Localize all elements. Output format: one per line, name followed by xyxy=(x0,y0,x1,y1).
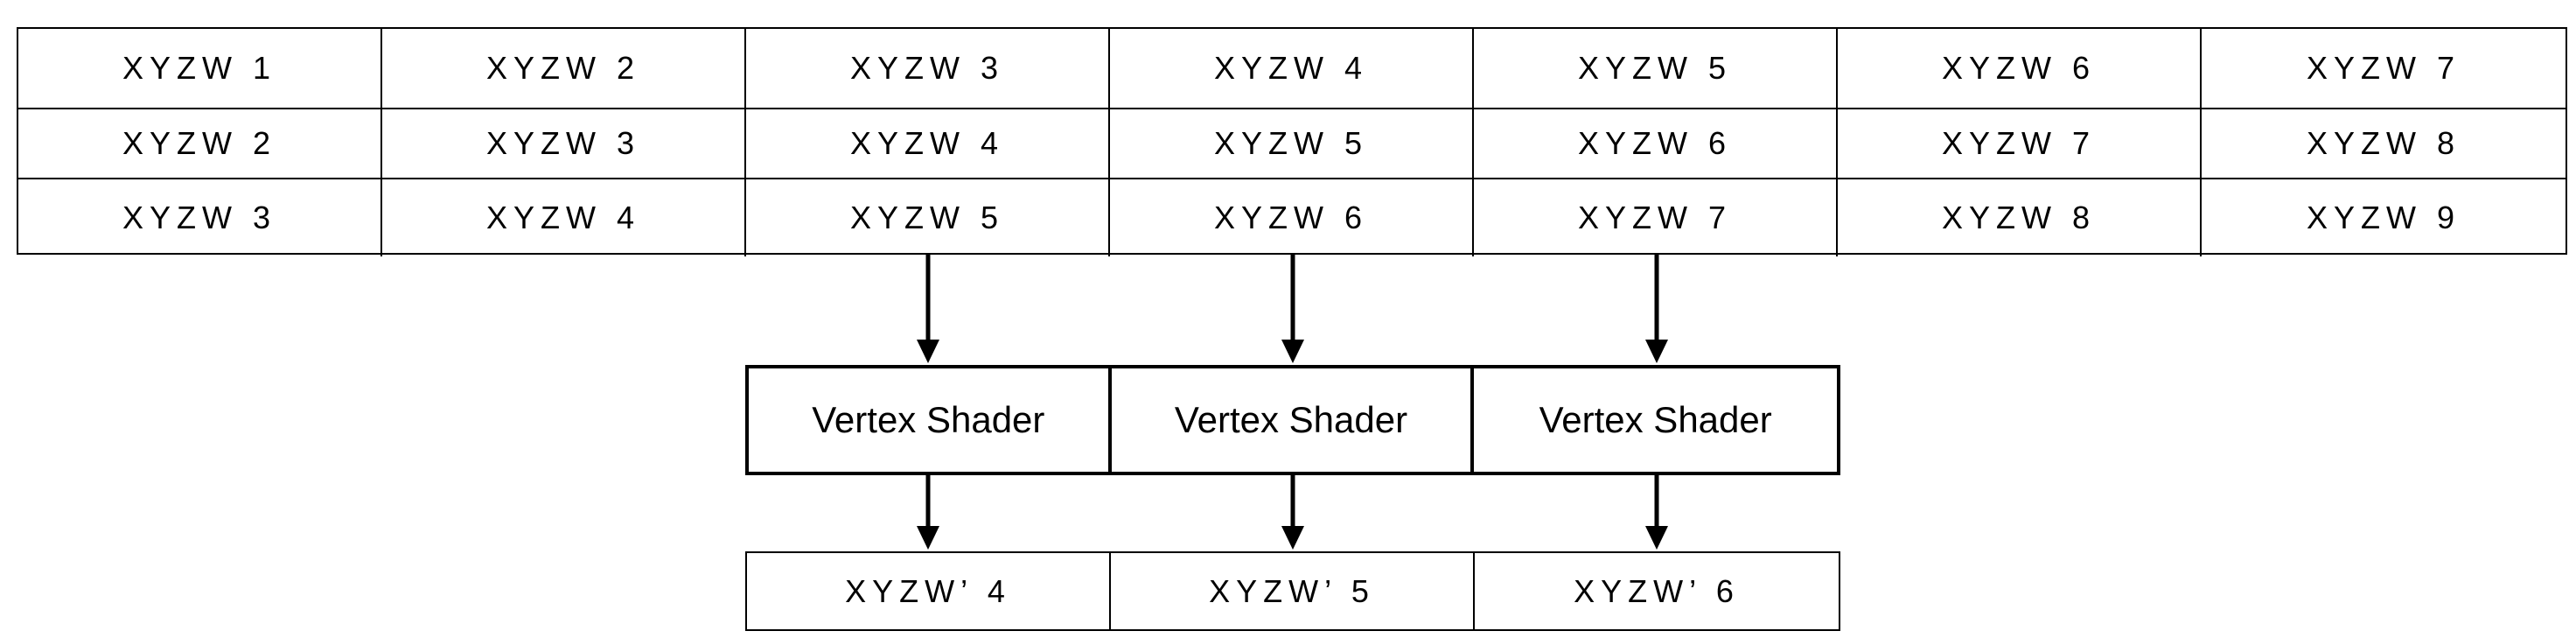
arrow-grid-to-shader-1 xyxy=(917,255,939,363)
input-cell: XYZW 7 xyxy=(1838,109,2202,179)
vertex-shader-box: Vertex Shader xyxy=(749,368,1112,472)
input-cell: XYZW 5 xyxy=(1110,109,1474,179)
input-cell: XYZW 4 xyxy=(382,179,746,256)
output-cell: XYZW’ 6 xyxy=(1574,572,1740,609)
input-vertex-grid: XYZW 1 XYZW 2 XYZW 3 XYZW 4 XYZW 5 XYZW … xyxy=(17,27,2567,256)
input-cell: XYZW 5 xyxy=(1474,29,1838,109)
input-cell: XYZW 7 xyxy=(2202,29,2566,109)
input-cell: XYZW 9 xyxy=(2306,200,2461,235)
input-cell: XYZW 6 xyxy=(1838,29,2202,109)
input-cell: XYZW 5 xyxy=(746,179,1110,256)
vertex-shader-box: Vertex Shader xyxy=(1539,399,1772,440)
arrow-shader-to-output-3 xyxy=(1645,475,1668,550)
input-cell: XYZW 3 xyxy=(18,179,382,256)
input-cell: XYZW 2 xyxy=(18,109,382,179)
arrow-shader-to-output-2 xyxy=(1281,475,1304,550)
input-cell: XYZW 3 xyxy=(746,29,1110,109)
input-cell: XYZW 4 xyxy=(746,109,1110,179)
output-cell: XYZW’ 4 xyxy=(747,553,1111,629)
output-vertex-row: XYZW’ 4 XYZW’ 5 XYZW’ 6 xyxy=(745,551,1840,631)
input-cell: XYZW 1 xyxy=(18,29,382,109)
output-cell: XYZW’ 5 xyxy=(1111,553,1475,629)
input-cell: XYZW 2 xyxy=(382,29,746,109)
input-cell: XYZW 6 xyxy=(1474,109,1838,179)
vertex-shader-box: Vertex Shader xyxy=(1112,368,1475,472)
input-cell: XYZW 4 xyxy=(1110,29,1474,109)
input-cell: XYZW 8 xyxy=(1838,179,2202,256)
arrow-grid-to-shader-3 xyxy=(1645,255,1668,363)
input-cell: XYZW 3 xyxy=(382,109,746,179)
input-cell: XYZW 8 xyxy=(2202,109,2566,179)
input-cell: XYZW 6 xyxy=(1110,179,1474,256)
vertex-shader-row: Vertex Shader Vertex Shader Vertex Shade… xyxy=(745,365,1840,475)
input-cell: XYZW 7 xyxy=(1474,179,1838,256)
arrow-shader-to-output-1 xyxy=(917,475,939,550)
arrow-grid-to-shader-2 xyxy=(1281,255,1304,363)
